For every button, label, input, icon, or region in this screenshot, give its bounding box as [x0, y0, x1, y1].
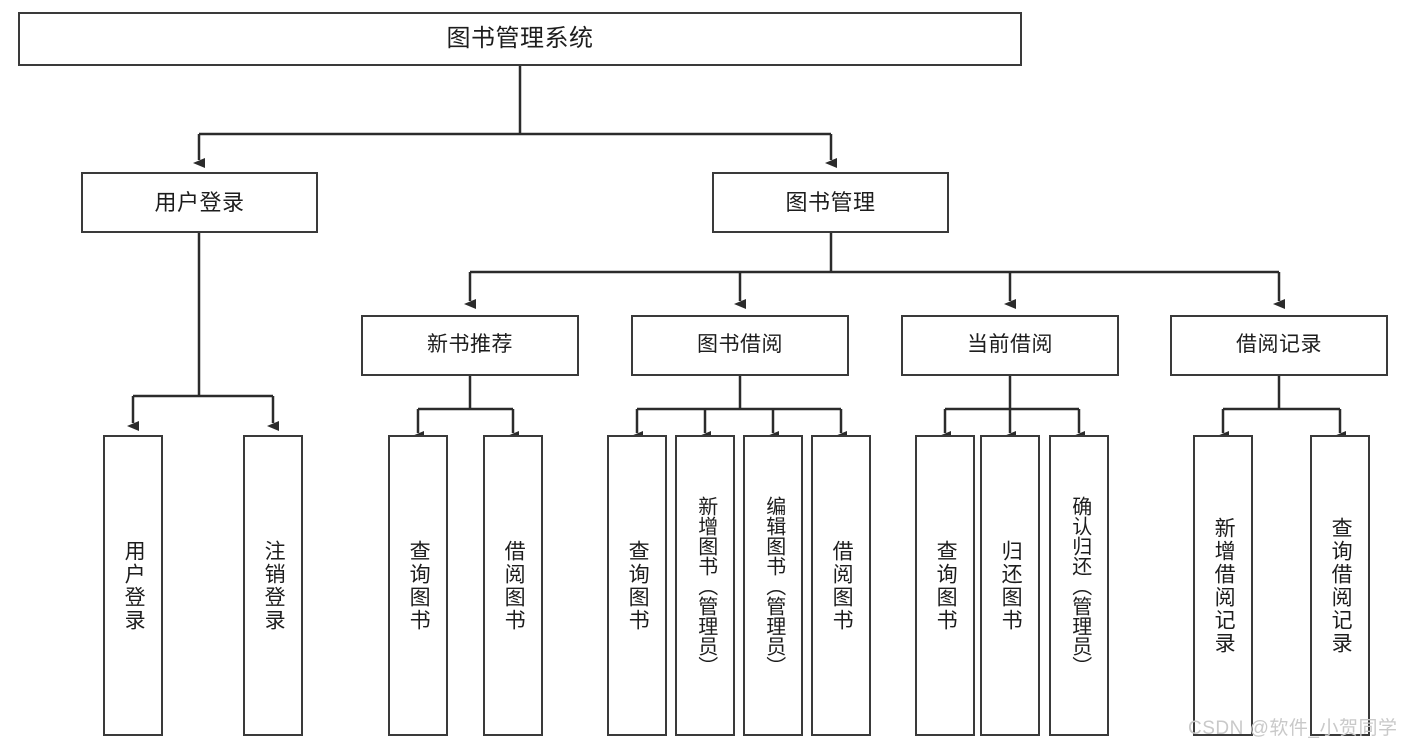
node-book-borrow-label: 图书借阅: [697, 333, 783, 357]
leaf-current-query-book[interactable]: 查询图书: [915, 435, 975, 736]
leaf-record-add-record[interactable]: 新增借阅记录: [1193, 435, 1253, 736]
leaf-label: 查询图书: [934, 539, 958, 632]
node-current-borrow-label: 当前借阅: [967, 333, 1053, 357]
leaf-label: 用户登录: [122, 539, 146, 632]
leaf-label: 查询借阅记录: [1329, 516, 1353, 655]
leaf-label: 新增借阅记录: [1212, 516, 1236, 655]
leaf-label: 注销登录: [262, 539, 286, 632]
leaf-label: 查询图书: [407, 539, 431, 632]
leaf-label: 查询图书: [626, 539, 650, 632]
node-book-management[interactable]: 图书管理: [712, 172, 949, 233]
leaf-new-book-borrow[interactable]: 借阅图书: [483, 435, 543, 736]
leaf-current-confirm-return-admin[interactable]: 确认归还（管理员）: [1049, 435, 1109, 736]
leaf-label: 借阅图书: [830, 539, 854, 632]
node-root-label: 图书管理系统: [446, 24, 594, 52]
node-new-book-recommend[interactable]: 新书推荐: [361, 315, 579, 376]
leaf-label: 借阅图书: [502, 539, 526, 632]
node-user-login[interactable]: 用户登录: [81, 172, 318, 233]
node-user-login-label: 用户登录: [154, 189, 245, 215]
node-borrow-record-label: 借阅记录: [1236, 333, 1322, 357]
leaf-borrow-query-book[interactable]: 查询图书: [607, 435, 667, 736]
leaf-label: 确认归还（管理员）: [1068, 495, 1091, 676]
leaf-label: 编辑图书（管理员）: [762, 495, 785, 676]
leaf-borrow-edit-book-admin[interactable]: 编辑图书（管理员）: [743, 435, 803, 736]
leaf-borrow-borrow-book[interactable]: 借阅图书: [811, 435, 871, 736]
node-borrow-record[interactable]: 借阅记录: [1170, 315, 1388, 376]
node-root[interactable]: 图书管理系统: [18, 12, 1022, 66]
leaf-label: 新增图书（管理员）: [694, 495, 717, 676]
node-current-borrow[interactable]: 当前借阅: [901, 315, 1119, 376]
leaf-user-login-logout[interactable]: 注销登录: [243, 435, 303, 736]
leaf-record-query-record[interactable]: 查询借阅记录: [1310, 435, 1370, 736]
leaf-borrow-add-book-admin[interactable]: 新增图书（管理员）: [675, 435, 735, 736]
node-new-book-recommend-label: 新书推荐: [427, 333, 513, 357]
leaf-user-login-login[interactable]: 用户登录: [103, 435, 163, 736]
node-book-borrow[interactable]: 图书借阅: [631, 315, 849, 376]
leaf-label: 归还图书: [999, 539, 1023, 632]
csdn-watermark: CSDN @软件_小贺同学: [1188, 718, 1398, 739]
node-book-management-label: 图书管理: [785, 189, 876, 215]
leaf-current-return-book[interactable]: 归还图书: [980, 435, 1040, 736]
leaf-new-book-query[interactable]: 查询图书: [388, 435, 448, 736]
